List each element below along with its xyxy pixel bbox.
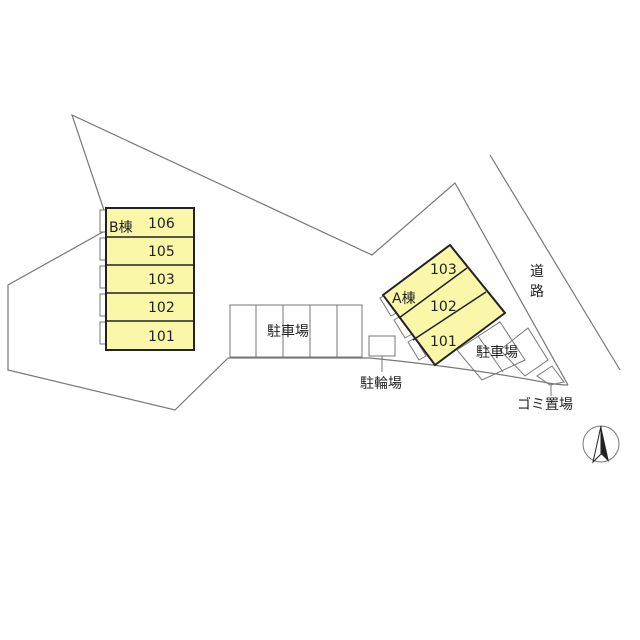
site-boundary-left	[7, 227, 229, 411]
road-label-2: 路	[530, 284, 544, 300]
parking-right	[456, 321, 549, 381]
building-b: B棟 106 105 103 102 101	[99, 207, 195, 351]
unit-a-101: 101	[430, 334, 457, 350]
parking-center	[229, 304, 363, 358]
unit-a-102: 102	[430, 299, 457, 315]
building-a-label: A棟	[392, 291, 416, 307]
building-a: A棟 103 102 101	[379, 243, 507, 367]
unit-b-106: 106	[148, 216, 175, 232]
unit-b-102: 102	[148, 300, 175, 316]
bicycle-parking-label: 駐輪場	[360, 375, 402, 392]
site-boundary-bottom	[228, 357, 569, 386]
road-label-1: 道	[530, 264, 544, 280]
garbage-label: ゴミ置場	[517, 396, 573, 413]
road-edge	[489, 154, 621, 371]
garbage-area	[536, 365, 565, 386]
building-b-label: B棟	[109, 220, 133, 236]
unit-b-101: 101	[148, 329, 175, 345]
parking-right-label: 駐車場	[476, 344, 518, 361]
site-boundary	[70, 113, 569, 386]
bicycle-parking	[368, 335, 396, 357]
north-arrow-icon	[582, 425, 620, 464]
unit-b-105: 105	[148, 244, 175, 260]
parking-center-label: 駐車場	[267, 323, 309, 340]
unit-b-103: 103	[148, 272, 175, 288]
unit-a-103: 103	[430, 262, 457, 278]
